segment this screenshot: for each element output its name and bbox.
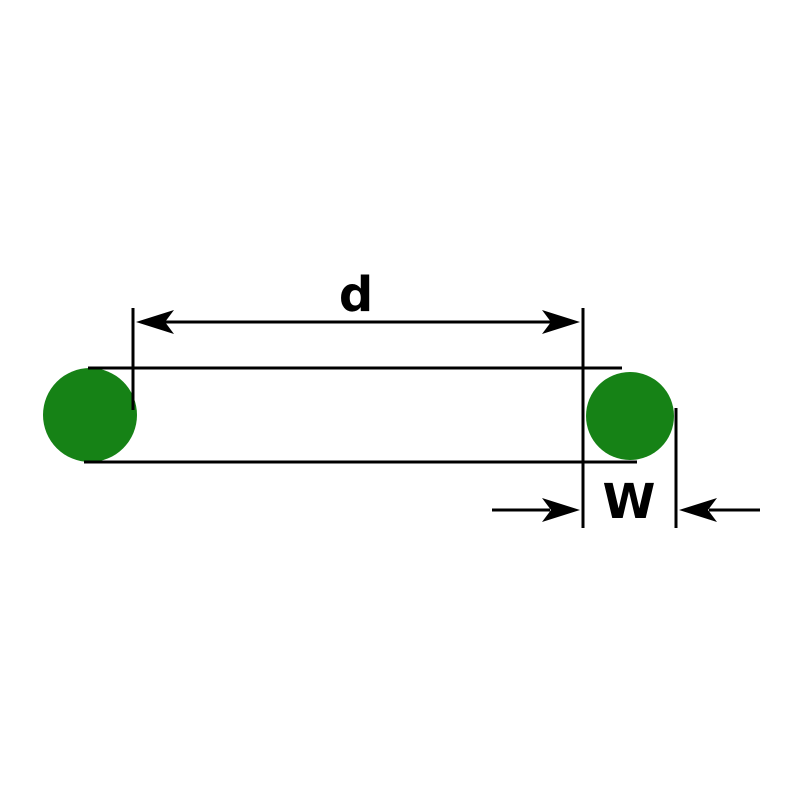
d-dimension-label: d (339, 267, 373, 323)
w-dimension: W (492, 474, 760, 530)
w-arrowhead-right (679, 498, 717, 522)
w-arrowhead-left (542, 498, 580, 522)
d-arrowhead-right (542, 310, 580, 334)
d-dimension: d (136, 267, 580, 334)
oring-cross-section-left (43, 368, 137, 462)
oring-cross-section-right (586, 372, 674, 460)
d-arrowhead-left (136, 310, 174, 334)
w-dimension-label: W (603, 474, 656, 530)
